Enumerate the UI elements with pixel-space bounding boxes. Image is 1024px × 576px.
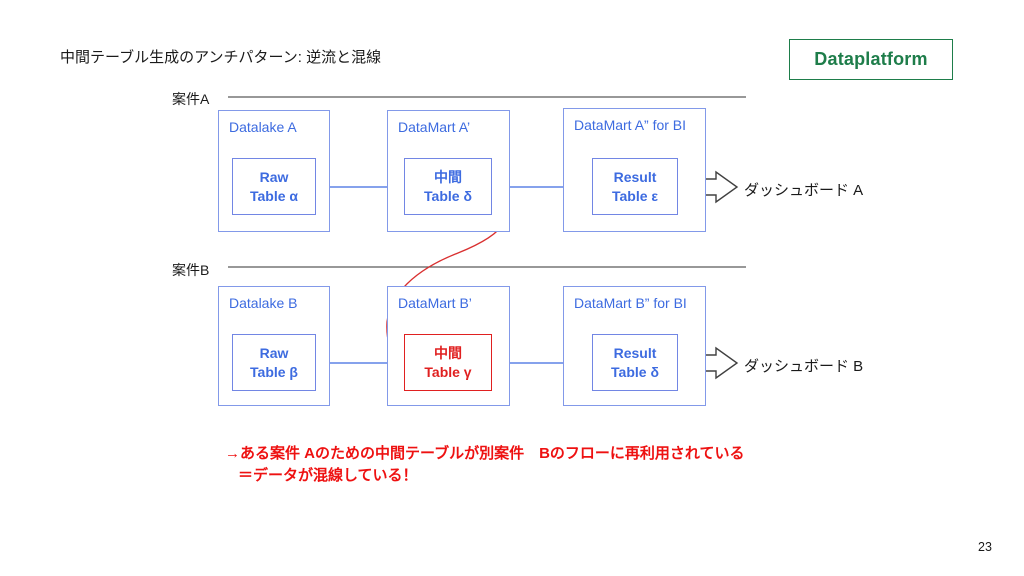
anti-pattern-note: →ある案件 Aのための中間テーブルが別案件 Bのフローに再利用されている ＝デー…	[225, 443, 745, 487]
table-result-epsilon: Result Table ε	[592, 158, 678, 215]
container-datamart-b1-title: DataMart B’	[398, 295, 472, 311]
table-chukan-gamma-line1: 中間	[434, 344, 462, 361]
container-datamart-a1-title: DataMart A’	[398, 119, 471, 135]
container-datamart-a2-title: DataMart A” for BI	[574, 117, 687, 133]
container-datamart-b2-title: DataMart B” for BI	[574, 295, 687, 311]
table-result-epsilon-line2: Table ε	[611, 187, 659, 204]
dashboard-a-label: ダッシュボード A	[744, 182, 864, 199]
table-chukan-delta-line2: Table δ	[424, 187, 472, 204]
container-datalake-b-title: Datalake B	[229, 295, 298, 311]
dashboard-b-label: ダッシュボード B	[744, 358, 864, 375]
table-chukan-delta: 中間 Table δ	[404, 158, 492, 215]
section-a-label: 案件A	[172, 91, 210, 107]
table-raw-beta-line1: Raw	[259, 344, 289, 361]
table-raw-alpha: Raw Table α	[232, 158, 316, 215]
anti-pattern-note-line1: →ある案件 Aのための中間テーブルが別案件 Bのフローに再利用されている	[225, 445, 745, 462]
table-result-delta: Result Table δ	[592, 334, 678, 391]
table-chukan-gamma: 中間 Table γ	[404, 334, 492, 391]
table-raw-beta: Raw Table β	[232, 334, 316, 391]
table-result-epsilon-line1: Result	[613, 168, 657, 185]
anti-pattern-note-line2: ＝データが混線している！	[238, 467, 418, 484]
table-chukan-delta-line1: 中間	[434, 168, 462, 185]
table-raw-alpha-line2: Table α	[249, 187, 299, 204]
page-title: 中間テーブル生成のアンチパターン: 逆流と混線	[60, 49, 382, 66]
table-raw-alpha-line1: Raw	[259, 168, 289, 185]
table-result-delta-line2: Table δ	[611, 363, 659, 380]
dataplatform-badge: Dataplatform	[789, 39, 953, 80]
page-number: 23	[978, 540, 992, 554]
table-raw-beta-line2: Table β	[250, 363, 298, 380]
dataplatform-badge-label: Dataplatform	[814, 49, 928, 69]
section-b-label: 案件B	[172, 262, 210, 278]
container-datalake-a-title: Datalake A	[229, 119, 297, 135]
table-result-delta-line1: Result	[613, 344, 657, 361]
table-chukan-gamma-line2: Table γ	[424, 363, 472, 380]
